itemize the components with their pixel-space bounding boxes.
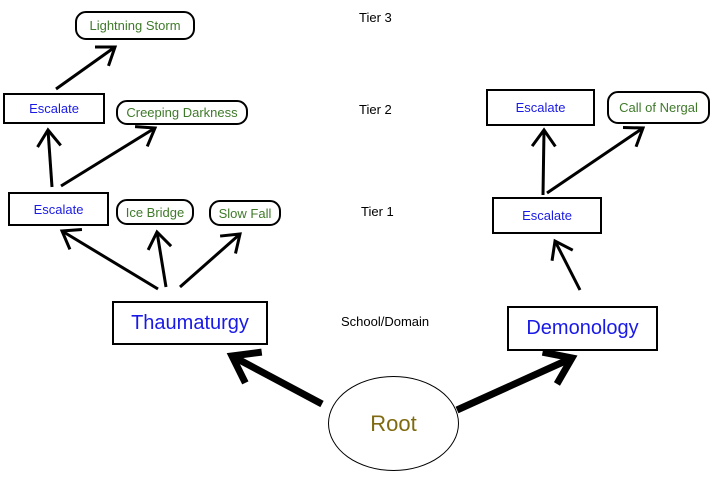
tier-3-label: Tier 3: [359, 10, 392, 25]
spell-ice-bridge[interactable]: Ice Bridge: [116, 199, 194, 225]
arrow-head-icon: [550, 238, 574, 262]
arrow-shaft: [553, 240, 582, 291]
arrow-shaft: [541, 129, 546, 196]
arrow-head-icon: [134, 125, 158, 148]
arrow-head-icon: [146, 229, 173, 251]
arrow-shaft: [179, 232, 241, 289]
arrow-head-icon: [94, 45, 118, 67]
tier-1-label: Tier 1: [361, 204, 394, 219]
arrow-shaft: [546, 126, 644, 195]
arrow-shaft: [60, 126, 156, 188]
arrow-root-to-thaumaturgy: [226, 348, 324, 408]
thaumaturgy-tier1-escalate[interactable]: Escalate: [8, 192, 109, 226]
spell-creeping-darkness[interactable]: Creeping Darkness: [116, 100, 248, 125]
school-thaumaturgy[interactable]: Thaumaturgy: [112, 301, 268, 345]
arrow-head-icon: [59, 227, 83, 250]
arrow-demon-escalate1-to-nergal: [546, 126, 646, 195]
arrow-head-icon: [226, 348, 263, 385]
arrow-shaft: [46, 129, 54, 188]
arrow-demon-to-escalate1: [550, 238, 582, 291]
arrow-shaft: [455, 354, 574, 414]
arrow-shaft: [61, 229, 159, 291]
arrow-shaft: [55, 45, 116, 91]
root-node[interactable]: Root: [328, 376, 459, 471]
arrow-escalate1-to-creeping-darkness: [60, 125, 158, 188]
arrow-head-icon: [36, 127, 62, 148]
arrow-thaum-to-ice-bridge: [146, 229, 173, 288]
arrow-head-icon: [622, 126, 646, 148]
school-demonology[interactable]: Demonology: [507, 306, 658, 351]
demonology-tier2-escalate[interactable]: Escalate: [486, 89, 595, 126]
arrow-root-to-demonology: [455, 348, 578, 414]
arrow-head-icon: [541, 348, 578, 386]
arrow-head-icon: [219, 232, 242, 254]
arrow-escalate2-to-lightning-storm: [55, 45, 118, 91]
thaumaturgy-tier2-escalate[interactable]: Escalate: [3, 93, 105, 124]
spell-lightning-storm[interactable]: Lightning Storm: [75, 11, 195, 40]
tier-2-label: Tier 2: [359, 102, 392, 117]
arrow-escalate1-to-escalate2: [36, 127, 62, 188]
demonology-tier1-escalate[interactable]: Escalate: [492, 197, 602, 234]
arrow-demon-escalate1-to-escalate2: [530, 127, 557, 196]
arrow-thaum-to-slow-fall: [179, 232, 242, 289]
spell-call-of-nergal[interactable]: Call of Nergal: [607, 91, 710, 124]
arrow-shaft: [155, 231, 168, 288]
arrow-shaft: [230, 352, 324, 408]
arrow-head-icon: [530, 127, 557, 148]
spell-slow-fall[interactable]: Slow Fall: [209, 200, 281, 226]
school-domain-label: School/Domain: [341, 314, 430, 329]
arrow-thaum-to-escalate: [59, 227, 159, 291]
